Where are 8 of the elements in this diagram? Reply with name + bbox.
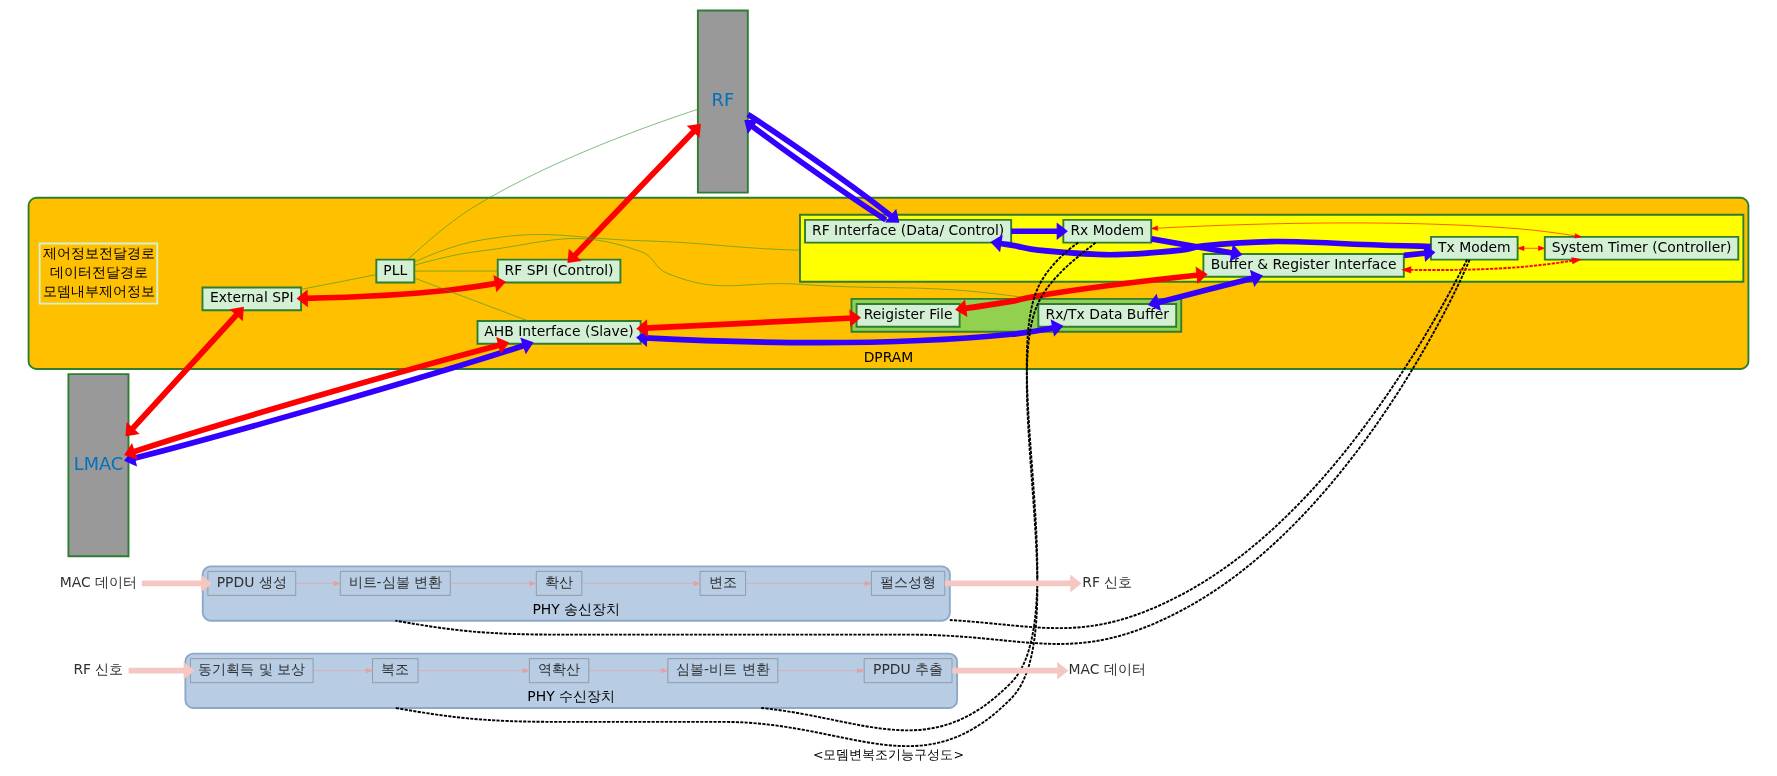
legend-label: 모뎀내부제어정보 [43,283,156,300]
caption: <모뎀변복조기능구성도> [812,747,965,763]
node-text: MAC 데이터 [59,573,138,590]
node-text: RF 신호 [1082,573,1133,590]
legend-label: 데이터전달경로 [50,264,149,281]
node-text: RF 신호 [73,661,124,678]
node-text: MAC 데이터 [1068,661,1146,678]
legend-label: 제어정보전달경로 [43,245,156,262]
